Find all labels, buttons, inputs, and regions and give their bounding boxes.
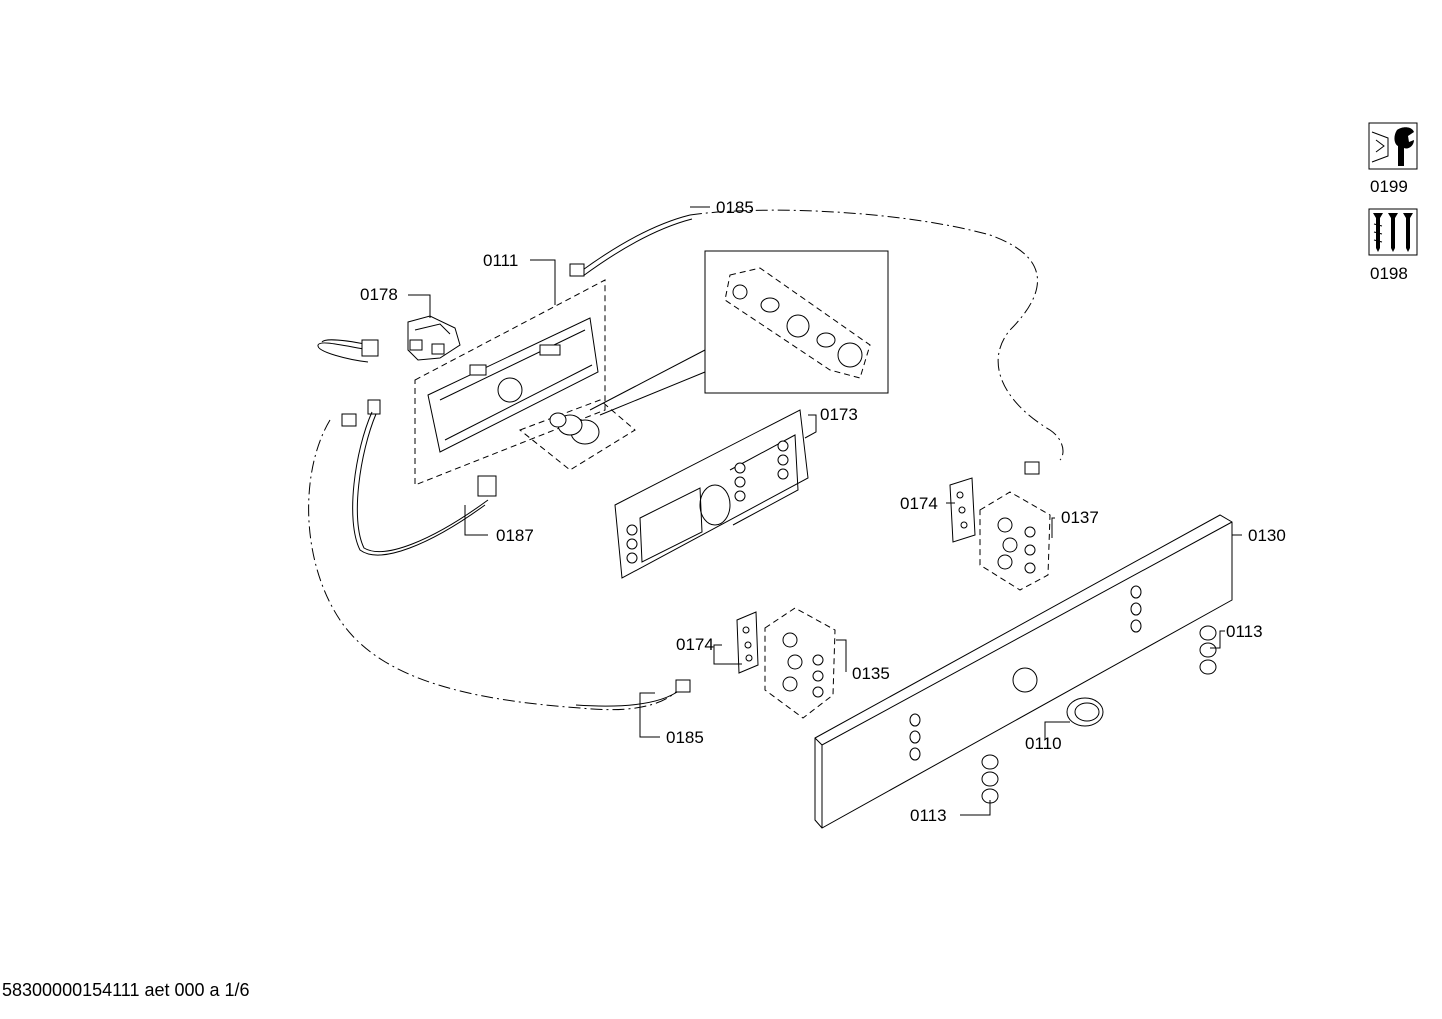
part-0111-frame	[414, 279, 636, 486]
label-0130: 0130	[1248, 526, 1286, 545]
cable-0185-bottom	[575, 679, 691, 707]
label-0113-right: 0113	[1226, 622, 1263, 641]
label-0178: 0178	[360, 285, 398, 304]
detail-box	[589, 250, 889, 416]
part-0113-knobs-bottom	[981, 754, 999, 804]
cable-route-upper	[689, 209, 1064, 461]
label-0137: 0137	[1061, 508, 1099, 527]
part-0113-knobs-right	[1199, 625, 1217, 675]
part-0135-knob-group	[764, 607, 836, 719]
wrench-nut-icon	[1368, 122, 1418, 170]
label-0111: 0111	[483, 251, 518, 270]
part-0174-pcb-right	[949, 477, 976, 543]
label-0113-bottom: 0113	[910, 806, 947, 825]
label-0174-right: 0174	[900, 494, 938, 513]
legend-tools-label: 0199	[1370, 177, 1408, 196]
part-0110-ring	[1066, 697, 1104, 727]
screws-icon	[1368, 208, 1418, 256]
part-0137-knob-group	[979, 491, 1051, 591]
part-0173-display-module	[614, 409, 809, 579]
label-0185-bottom: 0185	[666, 728, 704, 747]
part-0178-bracket	[407, 315, 461, 361]
cable-0185-top	[569, 214, 693, 277]
connector-right	[1024, 461, 1040, 475]
part-0174-pcb-left	[736, 611, 759, 674]
part-0130-front-panel	[814, 514, 1233, 829]
cable-route-lower	[308, 419, 681, 711]
document-id: 58300000154111 aet 000 a 1/6	[2, 980, 250, 1000]
label-0187: 0187	[496, 526, 534, 545]
leader-lines	[408, 206, 1242, 816]
label-0173: 0173	[820, 405, 858, 424]
label-0174-left: 0174	[676, 635, 714, 654]
legend-screws-label: 0198	[1370, 264, 1408, 283]
cable-0187-harness	[317, 339, 497, 556]
label-0185-top: 0185	[716, 198, 754, 217]
label-0135: 0135	[852, 664, 890, 683]
knob-assembly-icon	[549, 412, 600, 445]
label-0110: 0110	[1025, 734, 1062, 753]
